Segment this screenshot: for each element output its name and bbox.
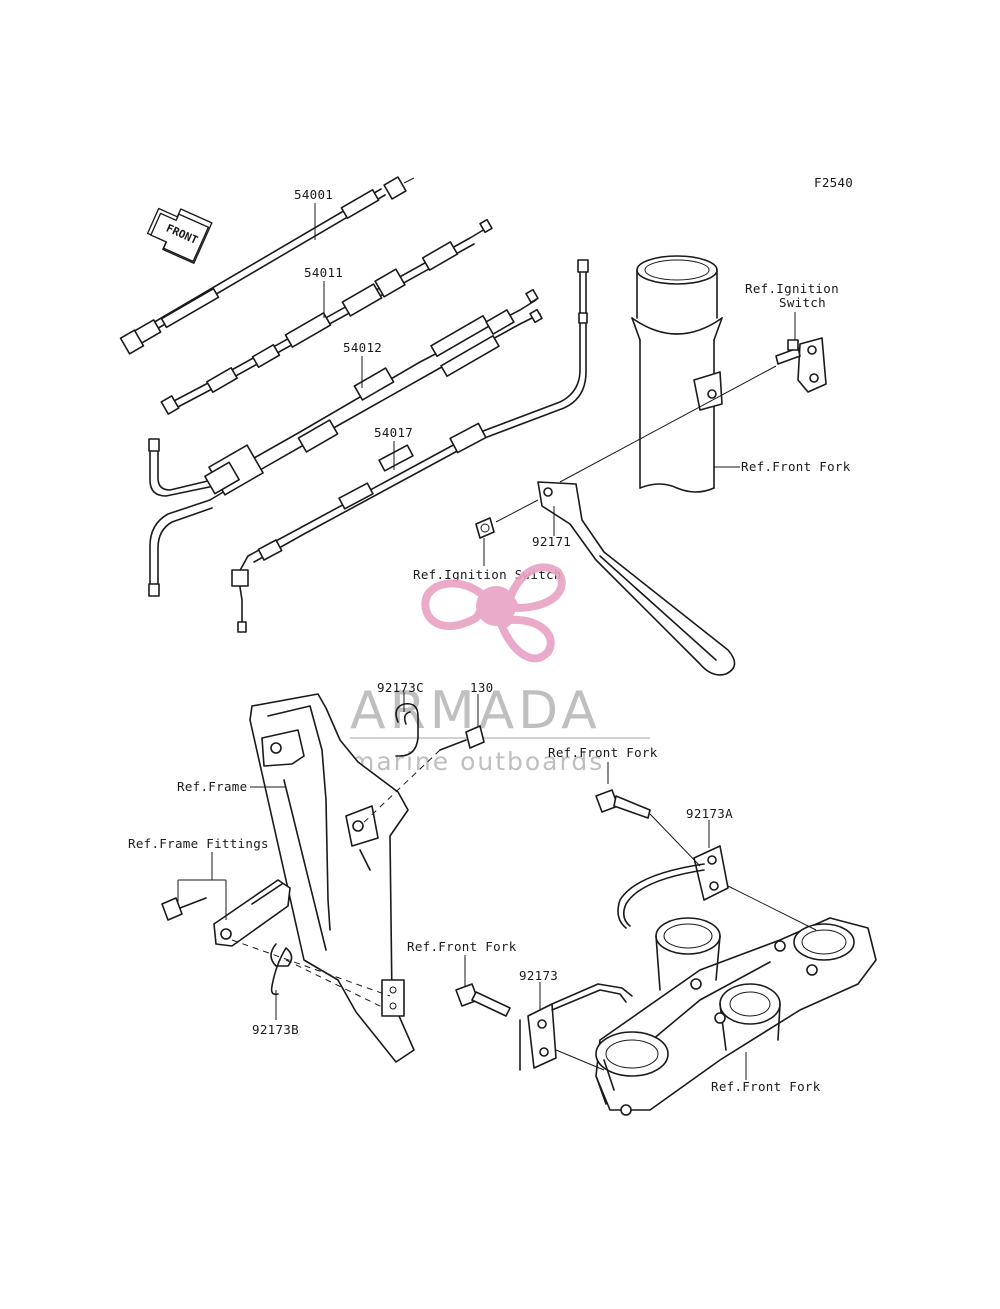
throttle-cable-54012 xyxy=(148,288,543,597)
cable-54017 xyxy=(231,259,589,633)
lower-triple-clamp xyxy=(595,917,877,1116)
front-fork-tube xyxy=(631,255,723,493)
leader-clip-to-frame xyxy=(285,959,385,1009)
part-label-92173C: 92173C xyxy=(377,680,424,695)
frame xyxy=(249,693,415,1063)
leader-bolt-to-clamp-A xyxy=(649,813,701,867)
ref-front-fork-mid: Ref.Front Fork xyxy=(548,745,658,760)
leader-clamp-92173A-to-stem xyxy=(727,885,817,931)
armada-logo-icon xyxy=(421,563,566,663)
cable-guide-92171 xyxy=(475,481,736,676)
ref-ignition-switch-top-1: Ref.Ignition xyxy=(745,281,839,296)
front-arrow-icon: FRONT xyxy=(146,207,213,264)
bolt-and-clamp-92173A xyxy=(595,789,729,929)
bolt-and-clamp-92173 xyxy=(455,983,633,1071)
leader-bolt-to-frame xyxy=(359,749,441,827)
part-label-92171: 92171 xyxy=(532,534,571,549)
part-label-54011: 54011 xyxy=(304,265,343,280)
leader-ref-frame-fittings xyxy=(177,852,227,920)
part-label-54012: 54012 xyxy=(343,340,382,355)
leader-clamp-92173-to-stem xyxy=(555,1049,605,1071)
figure-code: F2540 xyxy=(814,175,853,190)
ref-front-fork-bottom: Ref.Front Fork xyxy=(711,1079,821,1094)
ref-front-fork-top: Ref.Front Fork xyxy=(741,459,851,474)
part-label-130: 130 xyxy=(470,680,493,695)
part-label-92173A: 92173A xyxy=(686,806,733,821)
bolt-130 xyxy=(439,725,485,751)
ignition-switch-bracket xyxy=(775,337,827,393)
speedometer-cable-54001 xyxy=(119,176,415,355)
leader-ignition-to-fork xyxy=(559,365,777,483)
clamp-92173C xyxy=(395,702,419,757)
leader-nut-to-guide xyxy=(495,499,539,523)
leader-fittings-to-frame xyxy=(231,939,391,997)
part-label-92173B: 92173B xyxy=(252,1022,299,1037)
part-label-92173: 92173 xyxy=(519,968,558,983)
ref-frame-fittings: Ref.Frame Fittings xyxy=(128,836,269,851)
part-label-54017: 54017 xyxy=(374,425,413,440)
throttle-cable-54011 xyxy=(160,218,493,415)
ref-ignition-switch-top-2: Switch xyxy=(779,295,826,310)
watermark-tagline: marine outboards xyxy=(350,747,604,776)
part-label-54001: 54001 xyxy=(294,187,333,202)
ref-front-fork-lower: Ref.Front Fork xyxy=(407,939,517,954)
ref-frame: Ref.Frame xyxy=(177,779,247,794)
frame-fittings xyxy=(161,879,293,996)
